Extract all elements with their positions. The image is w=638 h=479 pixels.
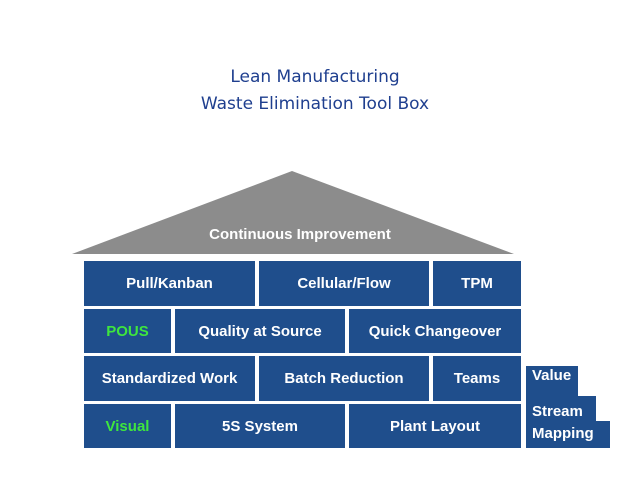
diagram-title-line2: Waste Elimination Tool Box bbox=[200, 94, 430, 114]
value-stream-word-value: Value bbox=[532, 367, 572, 384]
block-quality-at-source: Quality at Source bbox=[175, 309, 345, 353]
value-stream-word-mapping: Mapping bbox=[532, 425, 594, 442]
diagram-title-line1: Lean Manufacturing bbox=[230, 67, 400, 87]
roof-label: Continuous Improvement bbox=[209, 226, 391, 243]
block-plant-layout: Plant Layout bbox=[349, 404, 521, 448]
value-stream-word-stream: Stream bbox=[532, 403, 583, 420]
block-cellular-flow: Cellular/Flow bbox=[259, 261, 429, 306]
block-pull-kanban: Pull/Kanban bbox=[84, 261, 255, 306]
value-stream-step-3: Mapping bbox=[526, 421, 610, 448]
block-visual: Visual bbox=[84, 404, 171, 448]
block-batch-reduction: Batch Reduction bbox=[259, 356, 429, 401]
block-tpm: TPM bbox=[433, 261, 521, 306]
block-5s-system: 5S System bbox=[175, 404, 345, 448]
block-teams: Teams bbox=[433, 356, 521, 401]
block-pous: POUS bbox=[84, 309, 171, 353]
block-standardized-work: Standardized Work bbox=[84, 356, 255, 401]
block-quick-changeover: Quick Changeover bbox=[349, 309, 521, 353]
